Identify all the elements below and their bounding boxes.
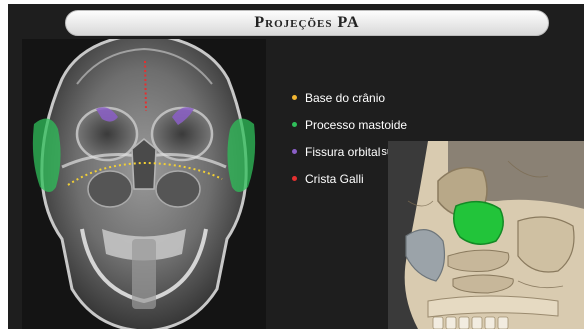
slide-title: Projeções PA: [254, 14, 359, 32]
legend-label: Crista Galli: [305, 172, 364, 186]
legend-label: Fissura orbital: [305, 145, 380, 159]
legend-item-base-do-cranio: Base do crânio: [292, 84, 442, 111]
xray-pa-image: [22, 39, 266, 329]
bullet-yellow-icon: [292, 95, 297, 100]
legend-item-processo-mastoide: Processo mastoide: [292, 111, 442, 138]
legend-label: Processo mastoide: [305, 118, 407, 132]
anatomy-lateral-illustration: [388, 141, 584, 329]
bullet-red-icon: [292, 176, 297, 181]
slide-content: Projeções PA: [8, 4, 584, 329]
bullet-green-icon: [292, 122, 297, 127]
legend-label: Base do crânio: [305, 91, 385, 105]
sphenoid-highlight: [454, 202, 503, 245]
title-bar: Projeções PA: [65, 10, 549, 36]
bullet-purple-icon: [292, 149, 297, 154]
